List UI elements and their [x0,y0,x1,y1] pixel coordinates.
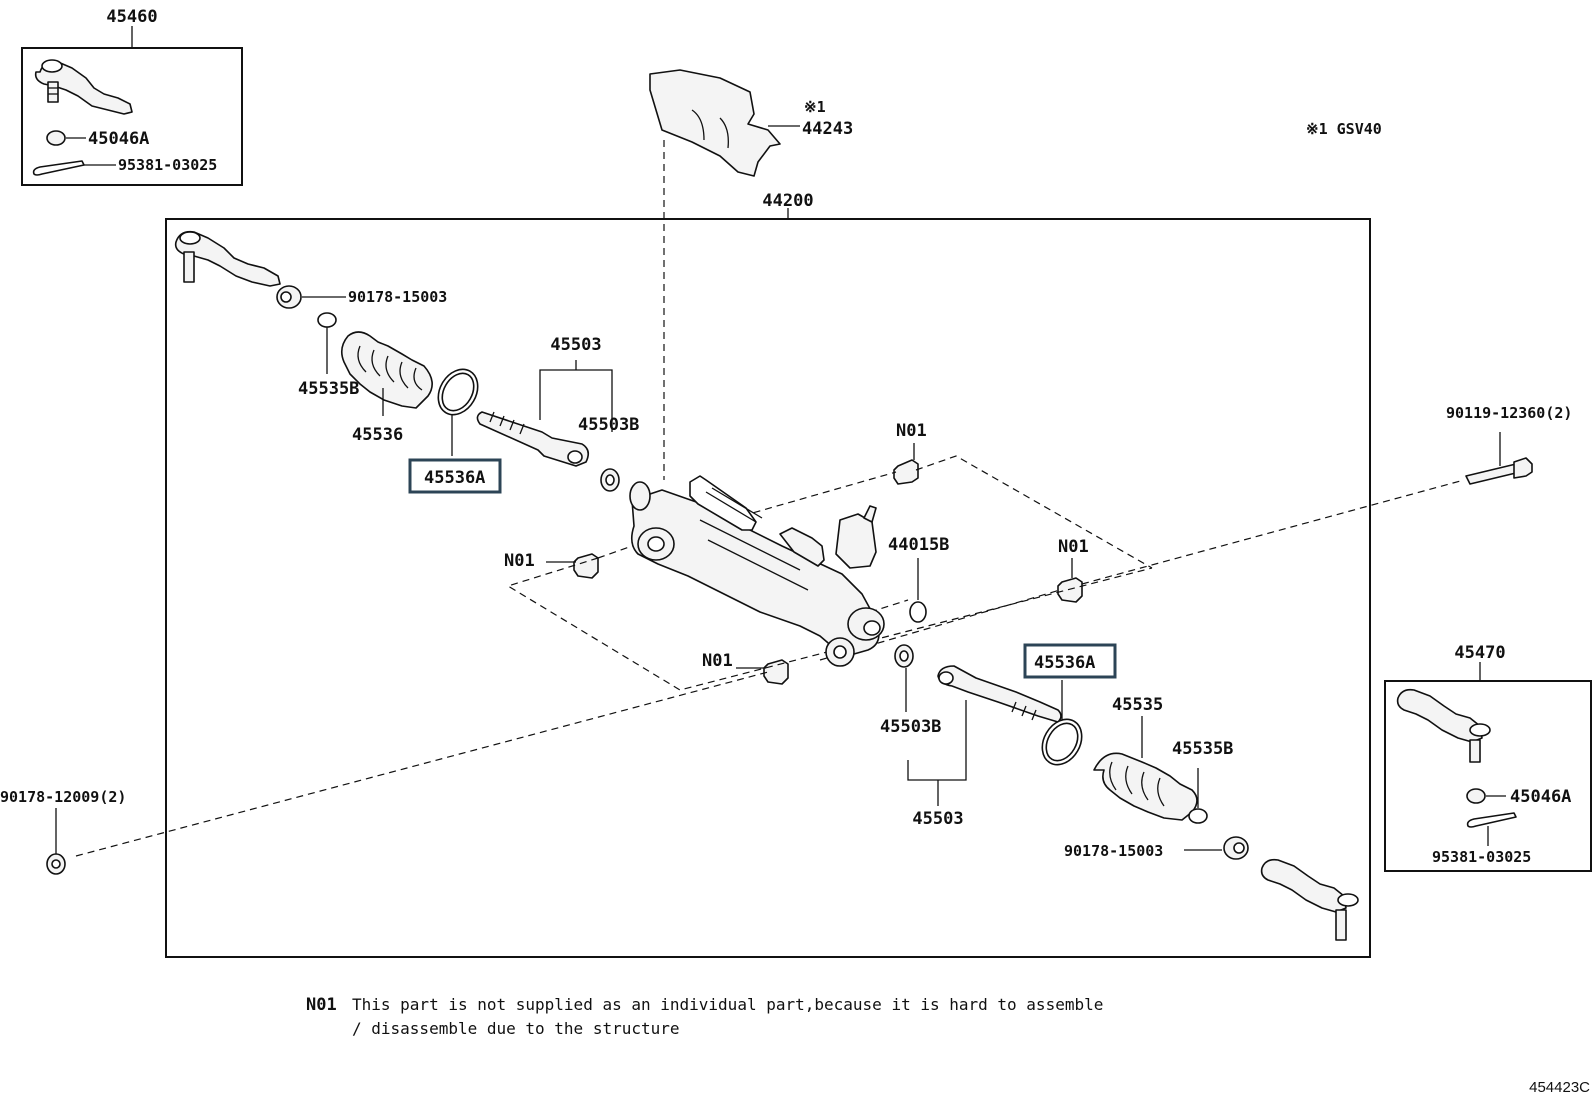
label-n01-bottom[interactable]: N01 [702,651,733,671]
label-n01-right[interactable]: N01 [1058,537,1089,557]
label-45535b-left[interactable]: 45535B [298,379,359,399]
bushing-n01-right [1057,558,1083,603]
label-45046a-br[interactable]: 45046A [1510,787,1571,807]
label-45535[interactable]: 45535 [1112,695,1163,715]
label-90178-15003-bottom[interactable]: 90178-15003 [1064,842,1163,860]
steering-rack-housing [629,475,885,667]
nut-45046a-br [1466,788,1506,804]
nut-45046a-tl [46,130,86,146]
label-95381-03025-br[interactable]: 95381-03025 [1432,848,1531,866]
label-45460[interactable]: 45460 [106,7,157,27]
label-45536[interactable]: 45536 [352,425,403,445]
cotter-pin-tl [32,160,116,176]
label-45503b-top[interactable]: 45503B [578,415,639,435]
label-n01-left[interactable]: N01 [504,551,535,571]
mounting-dash-lines [75,455,1465,857]
ring-45536a-left [437,368,479,456]
tie-rod-45503-left [476,360,613,467]
label-90119-12360[interactable]: 90119-12360(2) [1446,404,1572,422]
washer-45503b-bottom [894,644,914,712]
rack-assembly-box [165,218,1371,958]
tie-rod-45503-right [907,665,1062,806]
label-45470[interactable]: 45470 [1454,643,1505,663]
nut-90178-15003-bottom [1184,836,1249,860]
tie-rod-end-rh-inner [1260,858,1359,941]
highlight-box-45536a-right[interactable] [1023,643,1117,679]
o-ring-44015b [909,558,927,623]
cotter-pin-br [1466,812,1517,846]
ring-45536a-right [1041,680,1083,766]
nut-90178-15003-top [276,285,346,309]
label-90178-15003-top[interactable]: 90178-15003 [348,288,447,306]
bushing-n01-bottom [736,659,789,685]
label-44015b[interactable]: 44015B [888,535,949,555]
label-45503b-bottom[interactable]: 45503B [880,717,941,737]
boot-45536 [340,331,433,416]
footnote-line1: This part is not supplied as an individu… [352,995,1103,1014]
label-45046a-tl[interactable]: 45046A [88,129,149,149]
highlight-box-45536a-left[interactable] [408,458,502,494]
label-45536a-right[interactable]: 45536A [1034,653,1095,673]
boot-45535 [1093,716,1198,821]
bushing-n01-top [893,443,919,485]
figure-id: 454423C [1529,1079,1590,1096]
label-45536a-left[interactable]: 45536A [424,468,485,488]
tie-rod-end-lh-part [34,26,133,115]
clamp-45535b-left [317,312,337,374]
footnote-code: N01 [306,995,337,1015]
cover-44243 [649,69,800,480]
washer-45503b-top [600,468,620,492]
label-44243[interactable]: 44243 [802,119,853,139]
nut-90178-12009 [46,808,66,875]
tie-rod-end-rh-box [1384,680,1592,872]
label-45503-top[interactable]: 45503 [550,335,601,355]
note-gsv40: ※1 GSV40 [1306,120,1382,138]
label-45503-bottom[interactable]: 45503 [912,809,963,829]
label-90178-12009[interactable]: 90178-12009(2) [0,788,126,806]
bolt-90119-12360 [1465,432,1533,485]
tie-rod-end-rh-part [1396,662,1491,763]
label-45535b-right[interactable]: 45535B [1172,739,1233,759]
clamp-45535b-right [1188,768,1208,824]
label-44243-mark: ※1 [804,98,826,116]
label-95381-03025-tl[interactable]: 95381-03025 [118,156,217,174]
footnote-line2: / disassemble due to the structure [352,1019,680,1038]
label-n01-top[interactable]: N01 [896,421,927,441]
label-44200[interactable]: 44200 [762,191,813,211]
tie-rod-end-lh-inner [174,230,281,287]
